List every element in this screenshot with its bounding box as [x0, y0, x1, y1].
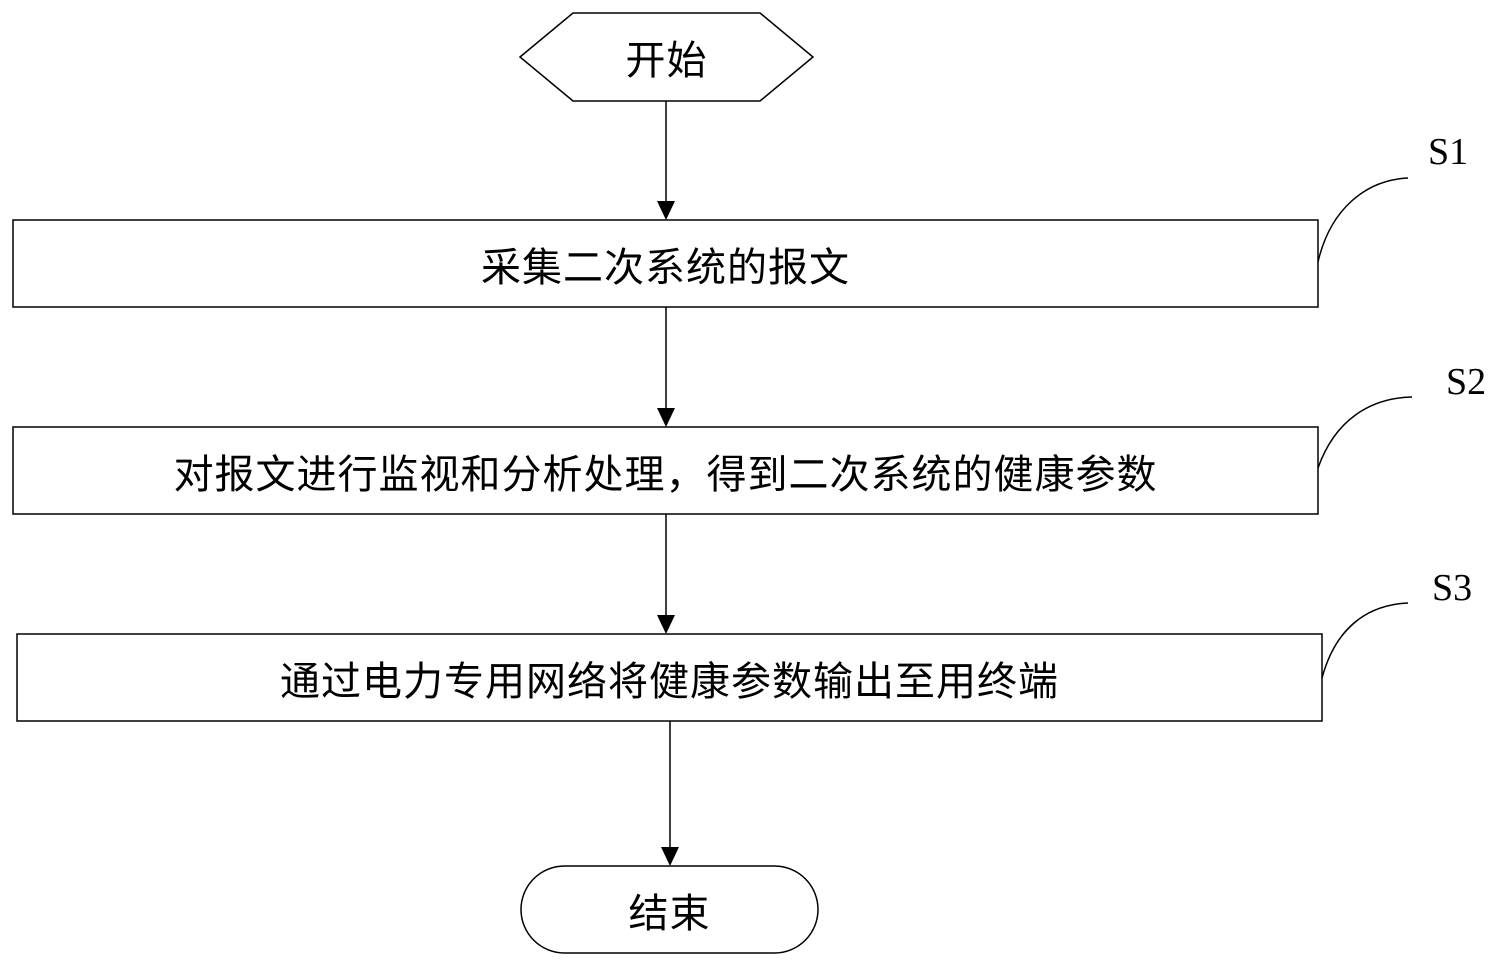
step-s3-id: S3: [1432, 567, 1473, 609]
start-node-label: 开始: [625, 38, 708, 84]
step-s2-id: S2: [1446, 361, 1487, 403]
step-s1-id: S1: [1428, 131, 1469, 173]
step-s1-label: 采集二次系统的报文: [481, 244, 850, 291]
s2-leader-curve: [1317, 396, 1413, 469]
arrowhead-s2-to-s3: [657, 615, 675, 634]
arrowhead-s1-to-s2: [657, 408, 675, 427]
end-node-shape: [520, 865, 819, 954]
s3-leader-curve: [1321, 602, 1409, 679]
s1-leader-curve: [1317, 177, 1409, 263]
arrowhead-start-to-s1: [657, 201, 675, 220]
step-s2-label: 对报文进行监视和分析处理，得到二次系统的健康参数: [173, 451, 1158, 498]
end-node-label: 结束: [628, 890, 711, 937]
start-node-shape: [518, 12, 815, 102]
arrowhead-s3-to-end: [661, 847, 679, 866]
step-s3-label: 通过电力专用网络将健康参数输出至用终端: [280, 658, 1059, 705]
